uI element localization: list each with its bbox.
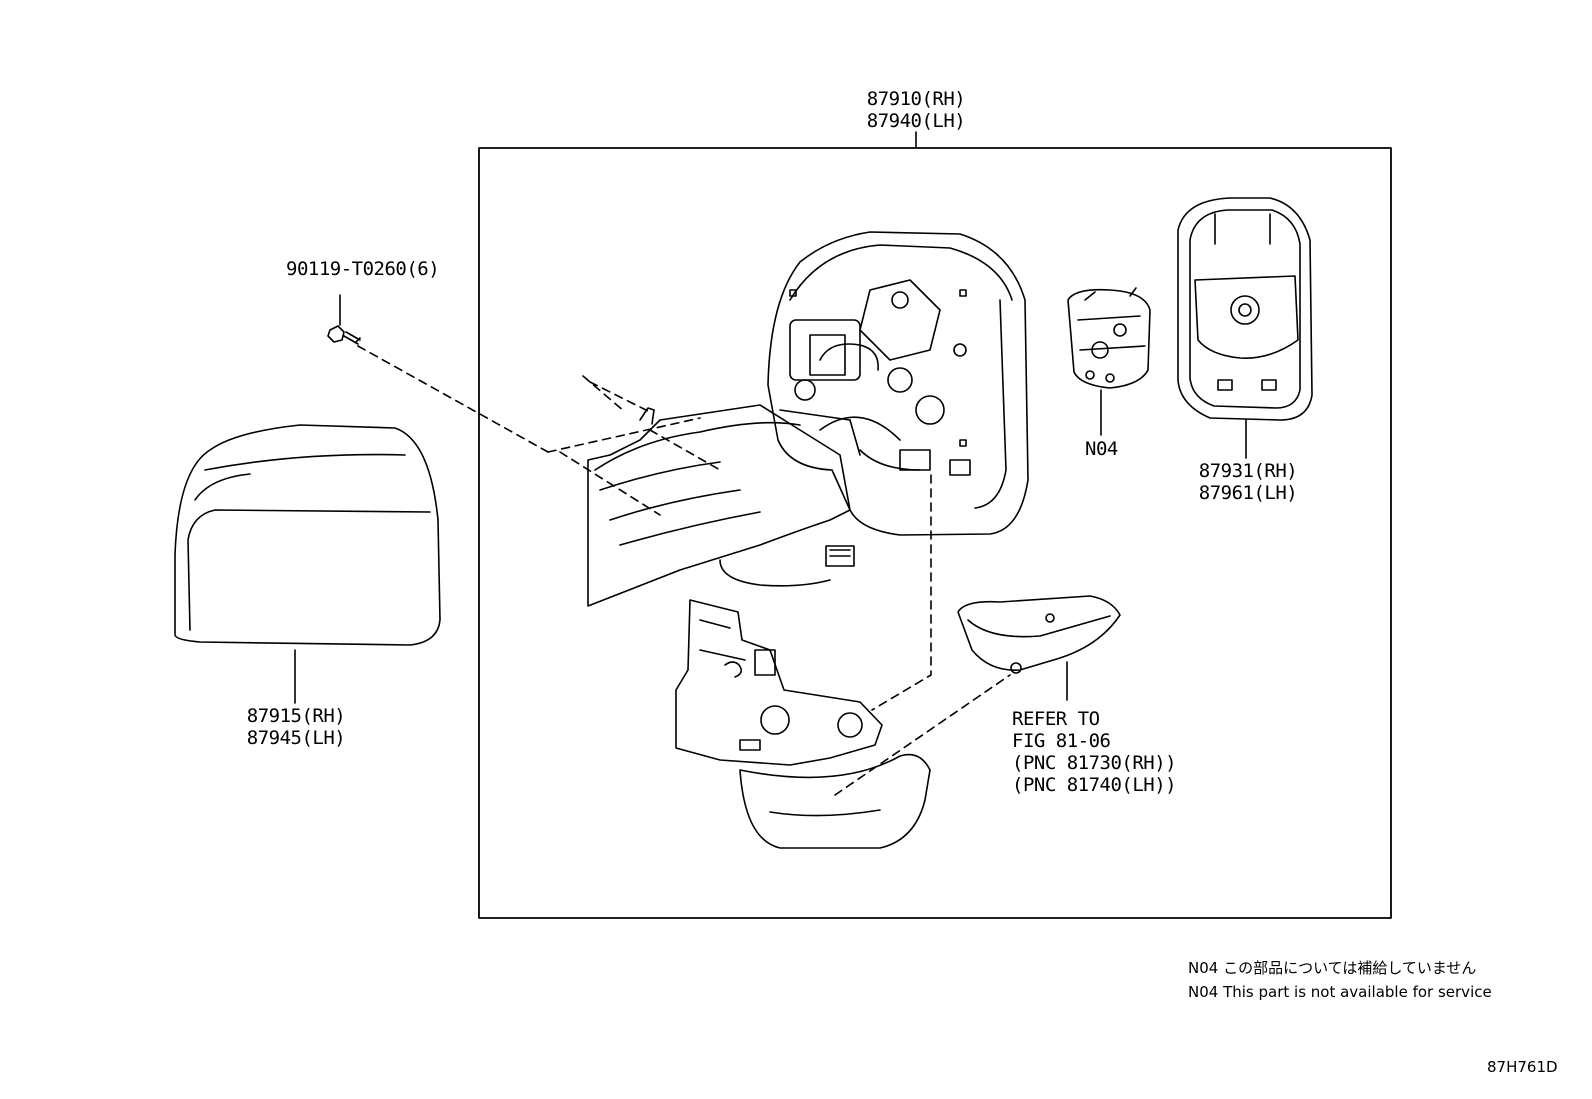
label-refer-line3: (PNC 81730(RH)) bbox=[1012, 752, 1177, 774]
arm-dashlines bbox=[547, 375, 721, 516]
label-mirror-assy-lh: 87940(LH) bbox=[866, 110, 966, 132]
housing-dashline bbox=[871, 474, 932, 711]
label-cover-lh: 87945(LH) bbox=[246, 727, 346, 749]
label-refer-line1: REFER TO bbox=[1012, 708, 1100, 730]
screw-part bbox=[327, 294, 361, 345]
label-mirror-lh: 87961(LH) bbox=[1198, 482, 1298, 504]
diagram-code: 87H761D bbox=[1487, 1058, 1558, 1076]
label-refer-line4: (PNC 81740(LH)) bbox=[1012, 774, 1177, 796]
lower-cover-part bbox=[739, 753, 931, 849]
assembly-frame bbox=[478, 147, 1392, 919]
mirror-glass-part bbox=[1177, 197, 1313, 421]
label-refer-line2: FIG 81-06 bbox=[1012, 730, 1111, 752]
n04-actuator-part bbox=[1067, 287, 1151, 389]
label-screw: 90119-T0260(6) bbox=[286, 258, 440, 280]
label-cover-rh: 87915(RH) bbox=[246, 705, 346, 727]
screw-dashline bbox=[357, 345, 549, 453]
mirror-housing-part bbox=[767, 231, 1029, 536]
label-mirror-assy-rh: 87910(RH) bbox=[866, 88, 966, 110]
lamp-dashline bbox=[834, 674, 1011, 796]
note-en: N04 This part is not available for servi… bbox=[1188, 983, 1492, 1001]
mirror-cover-part bbox=[174, 424, 441, 646]
turn-signal-part bbox=[957, 595, 1121, 674]
lower-bracket-part bbox=[675, 599, 883, 766]
mirror-base-arm bbox=[587, 404, 855, 607]
label-n04: N04 bbox=[1085, 438, 1118, 460]
note-jp: N04 この部品については補給していません bbox=[1188, 959, 1477, 977]
label-mirror-rh: 87931(RH) bbox=[1198, 460, 1298, 482]
